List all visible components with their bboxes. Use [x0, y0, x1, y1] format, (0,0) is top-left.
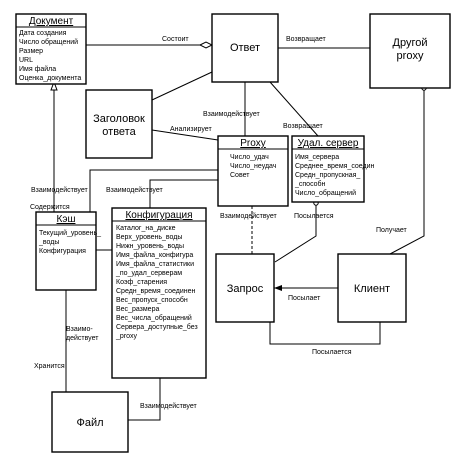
- attr: Совет: [230, 172, 250, 179]
- arrow-request: [274, 285, 282, 291]
- class-response-header-title: Заголовок: [93, 113, 145, 125]
- attr: Сервера_доступные_без: [116, 323, 198, 331]
- class-document-title: Документ: [29, 16, 74, 27]
- attr: Имя_файла_статистики: [116, 260, 194, 268]
- attr: Имя_файла_конфигура: [116, 251, 193, 259]
- class-configuration-title: Конфигурация: [125, 209, 192, 221]
- attr: URL: [19, 57, 33, 64]
- class-response-header: Заголовок ответа: [85, 89, 153, 159]
- attr: _proxy: [115, 333, 138, 340]
- attr: _по_удал_серверам: [115, 270, 182, 277]
- link-response-server: [269, 81, 319, 137]
- relation-label: действует: [66, 334, 99, 342]
- relation-label: Возвращает: [283, 123, 324, 130]
- relation-label: Взаимодействует: [140, 402, 197, 410]
- relation-label: Посылается: [312, 349, 352, 356]
- class-response-title: Ответ: [230, 42, 260, 54]
- relation-label: Взаимодействует: [106, 186, 163, 194]
- attr: Число_удач: [230, 154, 269, 161]
- class-other-proxy-title: Другой: [393, 37, 428, 49]
- class-response-header-title: ответа: [102, 126, 136, 138]
- attr: Каталог_на_диске: [116, 225, 176, 232]
- link-config-file: [128, 378, 161, 421]
- attr: Средн_время_соединен: [116, 288, 195, 295]
- attr: Конфигурация: [39, 248, 86, 255]
- link-otherproxy-client: [389, 90, 425, 255]
- class-cache-title: Кэш: [57, 214, 76, 225]
- class-request-title: Запрос: [227, 283, 264, 295]
- link-header-proxy: [151, 129, 219, 141]
- attr: Вес_размера: [116, 306, 159, 313]
- link-proxy-cache: [89, 169, 218, 212]
- relation-label: Посылается: [294, 213, 334, 220]
- attr: _воды: [38, 239, 59, 246]
- link-response-header: [151, 71, 213, 101]
- relation-label: Анализирует: [170, 126, 212, 133]
- attr: Число_неудач: [230, 163, 277, 170]
- attr: Число обращений: [19, 38, 78, 46]
- attr: Дата создания: [19, 30, 67, 37]
- class-document: Документ Дата создания Число обращений Р…: [15, 13, 87, 85]
- class-remote-server-title: Удал. сервер: [298, 138, 359, 149]
- attr: Вес_числа_обращений: [116, 314, 192, 322]
- aggregation-diamond-response: [198, 41, 214, 49]
- class-file: Файл: [51, 391, 129, 453]
- relation-label: Взаимодействует: [31, 186, 88, 194]
- relation-label: Взаимо-: [66, 326, 93, 333]
- class-configuration: Конфигурация Каталог_на_диске Верх_урове…: [111, 207, 207, 379]
- class-other-proxy: Другой proxy: [369, 13, 451, 89]
- link-request-client-bottom: [269, 322, 381, 345]
- attr: Оценка_документа: [19, 75, 81, 82]
- class-cache: Кэш Текущий_уровень_ _воды Конфигурация: [35, 211, 101, 291]
- arrow-document: [50, 80, 58, 91]
- class-request: Запрос: [215, 253, 275, 323]
- attr: _способн: [294, 180, 326, 188]
- relation-label: Содержится: [30, 204, 70, 211]
- link-server-request: [274, 204, 317, 263]
- attr: Средн_пропускная_: [295, 172, 360, 179]
- attr: Имя_сервера: [295, 154, 339, 161]
- connections: [50, 41, 427, 421]
- relation-labels: Состоит Возвращает Взаимодействует Анали…: [30, 36, 408, 410]
- link-proxy-config: [149, 179, 218, 208]
- attr: Имя файла: [19, 65, 56, 73]
- class-client-title: Клиент: [354, 283, 390, 295]
- relation-label: Состоит: [162, 36, 189, 43]
- attr: Число_обращений: [295, 189, 356, 197]
- class-response: Ответ: [211, 13, 279, 83]
- attr: Нижн_уровень_воды: [116, 243, 184, 250]
- attr: Коэф_старения: [116, 279, 167, 286]
- class-proxy: Proxy Число_удач Число_неудач Совет: [217, 135, 289, 207]
- class-remote-server: Удал. сервер Имя_сервера Среднее_время_с…: [291, 135, 375, 203]
- class-other-proxy-title: proxy: [397, 50, 424, 62]
- relation-label: Возвращает: [286, 36, 327, 43]
- class-client: Клиент: [337, 253, 407, 323]
- relation-label: Хранится: [34, 363, 65, 370]
- attr: Верх_уровень_воды: [116, 234, 182, 241]
- attr: Вес_пропуск_способн: [116, 296, 188, 304]
- class-proxy-title: Proxy: [240, 138, 266, 149]
- attr: Размер: [19, 48, 43, 55]
- relation-label: Посылает: [288, 295, 321, 302]
- relation-label: Взаимодействует: [203, 110, 260, 118]
- attr: Текущий_уровень_: [39, 229, 101, 237]
- attr: Среднее_время_соедин: [295, 163, 375, 170]
- class-file-title: Файл: [76, 417, 103, 429]
- relation-label: Взаимодействует: [220, 212, 277, 220]
- relation-label: Получает: [376, 227, 408, 234]
